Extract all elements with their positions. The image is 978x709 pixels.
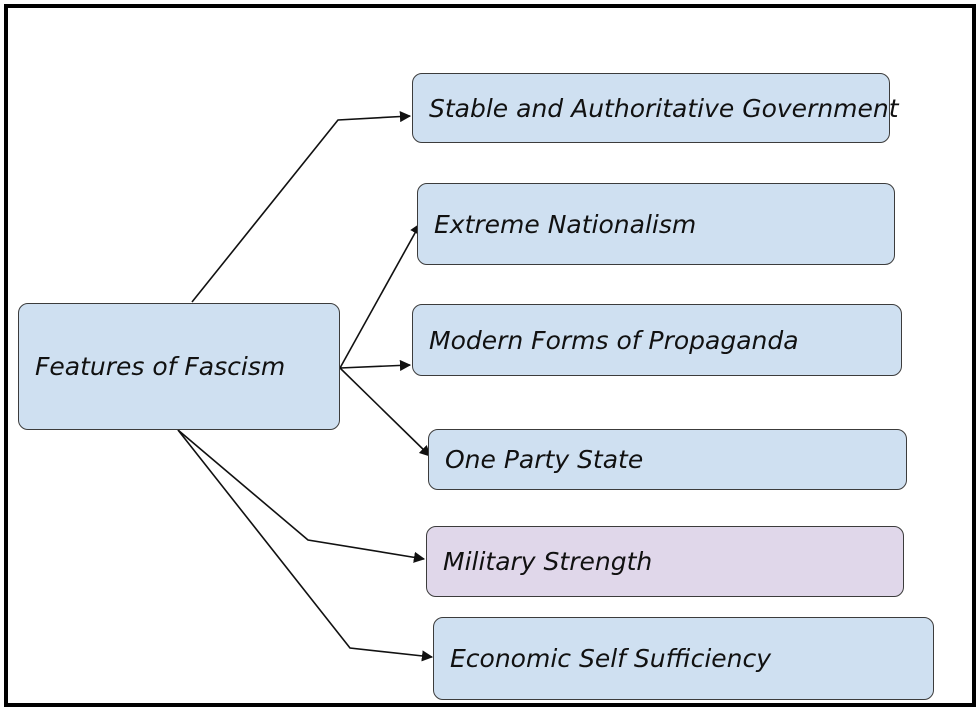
- connector-one-party-state: [339, 367, 431, 457]
- node-label: Military Strength: [443, 547, 653, 576]
- node-label: One Party State: [445, 445, 644, 474]
- connector-extreme-nationalism: [339, 223, 421, 369]
- node-stable-authoritative-government: Stable and Authoritative Government: [412, 73, 899, 143]
- root-node-features-of-fascism: Features of Fascism: [18, 303, 340, 430]
- connector-economic-self-sufficiency: [177, 429, 434, 662]
- node-extreme-nationalism: Extreme Nationalism: [417, 183, 895, 265]
- node-military-strength: Military Strength: [426, 526, 904, 597]
- root-node-label: Features of Fascism: [35, 352, 286, 381]
- node-economic-self-sufficiency: Economic Self Sufficiency: [433, 617, 934, 700]
- node-label: Stable and Authoritative Government: [429, 93, 899, 123]
- connector-military-strength: [177, 429, 426, 563]
- node-label: Economic Self Sufficiency: [450, 644, 772, 673]
- node-one-party-state: One Party State: [428, 429, 907, 490]
- connector-propaganda: [339, 359, 412, 372]
- node-label: Modern Forms of Propaganda: [429, 325, 799, 355]
- connector-stable-government: [191, 110, 412, 303]
- node-modern-forms-of-propaganda: Modern Forms of Propaganda: [412, 304, 902, 376]
- node-label: Extreme Nationalism: [434, 209, 697, 239]
